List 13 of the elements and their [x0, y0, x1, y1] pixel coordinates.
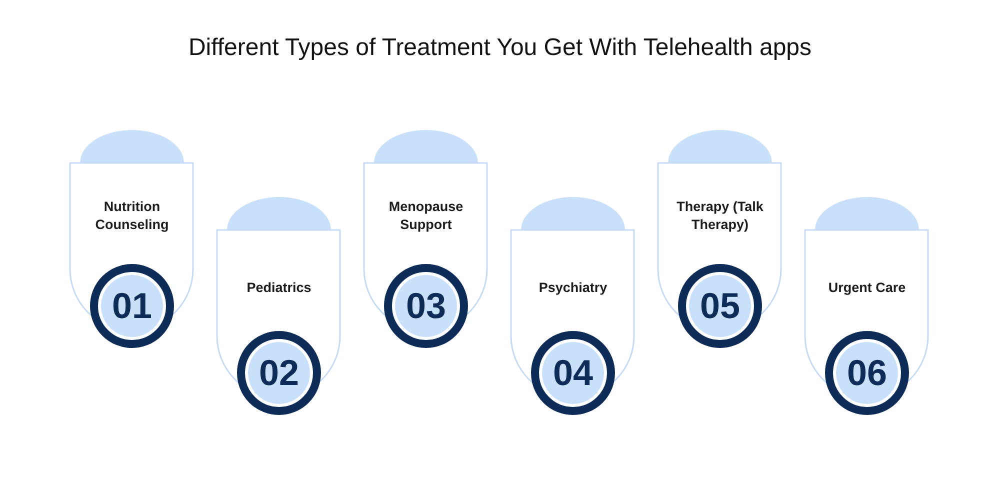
number-badge: 02: [237, 331, 321, 415]
card-label: Pediatrics: [246, 279, 312, 297]
number-badge: 01: [90, 264, 174, 348]
card-label: Psychiatry: [538, 279, 608, 297]
title: Different Types of Treatment You Get With Telehealth apps: [187, 34, 813, 62]
card-label: Nutrition Counseling: [94, 198, 170, 234]
card-label: Urgent Care: [827, 279, 907, 297]
number-badge: 06: [825, 331, 909, 415]
card-label: Therapy (Talk Therapy): [676, 198, 764, 234]
number-badge: 05: [678, 264, 762, 348]
number-badge: 04: [531, 331, 615, 415]
card-label: Menopause Support: [388, 198, 464, 234]
number-badge: 03: [384, 264, 468, 348]
